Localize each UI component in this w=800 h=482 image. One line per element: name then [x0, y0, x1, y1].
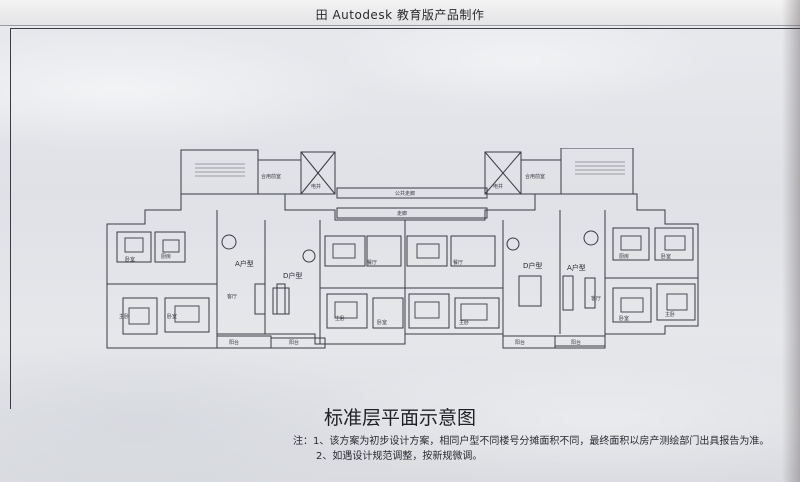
note-line-2: 2、如遇设计规范调整，按新规微调。 — [316, 451, 483, 462]
stair-core-right — [560, 148, 634, 195]
room-label-balcony-4: 阳台 — [571, 339, 581, 346]
room-label-master-1: 主卧 — [119, 313, 129, 320]
unit-label-a-left: A户型 — [235, 259, 254, 268]
room-label-bedroom-5: 卧室 — [619, 315, 629, 322]
room-label-balcony-2: 阳台 — [289, 339, 299, 346]
room-label-top-corridor: 公共走廊 — [395, 190, 415, 197]
room-label-front-left: 合用前室 — [261, 173, 281, 180]
room-label-bedroom-1: 卧室 — [125, 256, 135, 263]
unit-label-a-right: A户型 — [567, 263, 586, 272]
room-label-corridor: 走廊 — [397, 210, 407, 217]
room-label-kitchen-2: 厨房 — [619, 253, 629, 260]
mid-corridor — [336, 207, 488, 219]
room-label-shaft-right: 电井 — [493, 183, 503, 190]
room-label-master-2: 主卧 — [335, 315, 345, 322]
room-label-living-1: 客厅 — [227, 293, 237, 300]
drawing-title: 标准层平面示意图 — [323, 407, 476, 429]
room-label-dining-2: 餐厅 — [453, 259, 463, 266]
unit-label-d-right: D户型 — [523, 261, 542, 270]
room-label-kitchen-1: 厨房 — [161, 253, 171, 260]
room-label-shaft-left: 电井 — [311, 183, 321, 190]
room-label-bedroom-3: 卧室 — [377, 319, 387, 326]
note-line-1: 注：1、该方案为初步设计方案，相同户型不同楼号分摊面积不同，最终面积以房产测绘部… — [293, 436, 770, 447]
room-label-balcony-1: 阳台 — [229, 339, 239, 346]
room-label-bedroom-4: 卧室 — [661, 253, 671, 260]
room-label-master-4: 主卧 — [665, 311, 675, 318]
balcony-d-right — [502, 335, 556, 349]
balcony-d-left — [270, 337, 326, 349]
header-bar: 田 Autodesk 教育版产品制作 — [0, 0, 800, 26]
room-label-front-right: 合用前室 — [525, 173, 545, 180]
room-label-bedroom-2: 卧室 — [167, 313, 177, 320]
building-outline — [106, 193, 699, 349]
paper-edge-shadow — [782, 0, 800, 482]
watermark-header: 田 Autodesk 教育版产品制作 — [315, 8, 485, 22]
top-corridor — [336, 187, 488, 199]
room-label-master-3: 主卧 — [459, 319, 469, 326]
floor-plan: A户型 D户型 D户型 A户型 卧室 厨房 主卧 卧室 客厅 阳台 阳台 主卧 … — [106, 148, 699, 349]
balcony-a-left — [216, 335, 272, 349]
room-label-living-2: 客厅 — [591, 295, 601, 302]
notes-block: 注：1、该方案为初步设计方案，相同户型不同楼号分摊面积不同，最终面积以房产测绘部… — [293, 434, 769, 464]
room-label-balcony-3: 阳台 — [515, 339, 525, 346]
unit-label-d-left: D户型 — [283, 271, 302, 280]
drawing-frame — [10, 28, 800, 409]
balcony-a-right — [554, 335, 606, 347]
room-label-dining-1: 餐厅 — [367, 259, 377, 266]
